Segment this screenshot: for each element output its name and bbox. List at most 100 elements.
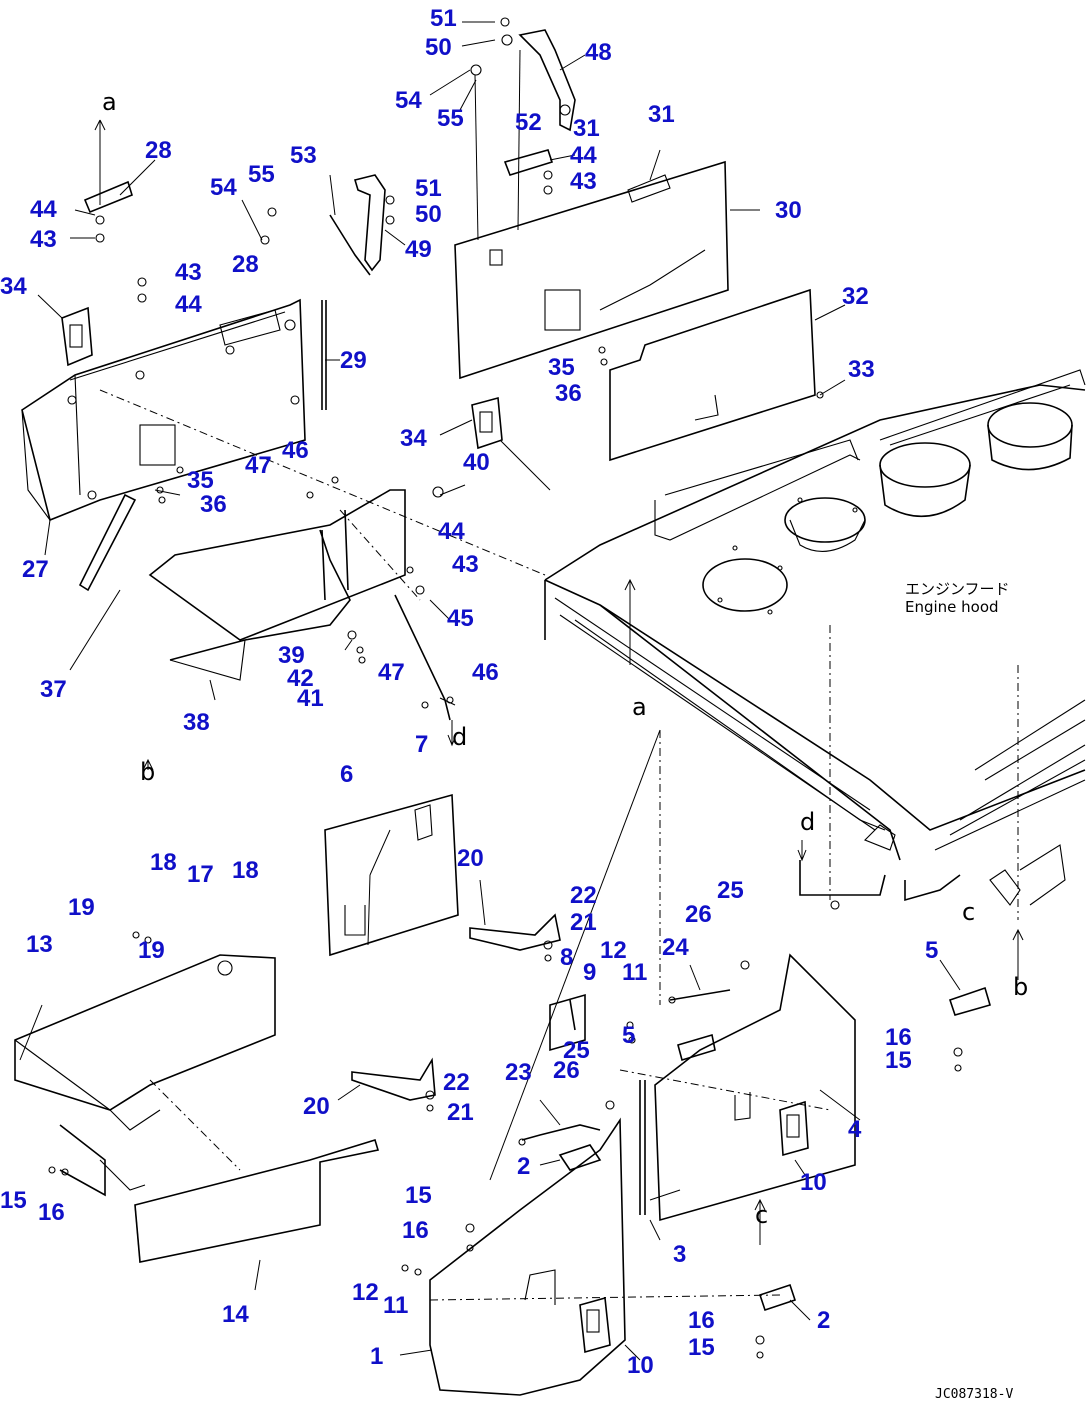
lock-34-left <box>61 306 93 367</box>
callout: 11 <box>622 959 647 986</box>
callout: 18 <box>232 857 259 884</box>
callout: 35 <box>187 467 214 494</box>
callout: 52 <box>515 109 542 136</box>
callout: 38 <box>183 709 210 736</box>
stay-49 <box>353 174 386 272</box>
callout: 37 <box>40 676 67 703</box>
callout: 15 <box>688 1334 715 1361</box>
callout: 44 <box>438 518 465 545</box>
callout: 15 <box>405 1182 432 1209</box>
letter-c-lower: c <box>755 1201 768 1229</box>
cover-13 <box>14 954 276 1197</box>
callout: 55 <box>248 161 275 188</box>
callout: 7 <box>415 731 428 758</box>
callout: 22 <box>443 1069 470 1096</box>
strap-23 <box>521 1124 601 1141</box>
callout: 18 <box>150 849 177 876</box>
callout: 36 <box>200 491 227 518</box>
callout: 2 <box>817 1307 830 1334</box>
callout: 3 <box>673 1241 686 1268</box>
callout: 43 <box>30 226 57 253</box>
callout: 45 <box>447 605 474 632</box>
seal-29 <box>321 300 327 410</box>
callout: 55 <box>437 105 464 132</box>
callout: 31 <box>573 115 600 142</box>
callout: 41 <box>297 685 324 712</box>
callout: 16 <box>402 1217 429 1244</box>
panel-6 <box>324 793 459 957</box>
callout: 15 <box>0 1187 27 1214</box>
callout: 32 <box>842 283 869 310</box>
callout: 44 <box>570 142 597 169</box>
bracket-20-lower <box>351 1057 436 1101</box>
callout: 16 <box>38 1199 65 1226</box>
door-1 <box>429 1117 626 1396</box>
callout: 22 <box>570 882 597 909</box>
strap-24 <box>669 989 731 1001</box>
engine-hood-note-en: Engine hood <box>905 598 999 616</box>
panel-32 <box>609 288 816 462</box>
callout: 50 <box>415 201 442 228</box>
letter-b-left: b <box>140 758 155 786</box>
callout: 47 <box>378 659 405 686</box>
callout: 33 <box>848 356 875 383</box>
callout: 25 <box>717 877 744 904</box>
callout: 12 <box>352 1279 379 1306</box>
callout: 10 <box>800 1169 827 1196</box>
rod-53 <box>329 214 371 276</box>
callout: 6 <box>340 761 353 788</box>
callout: 17 <box>187 861 214 888</box>
callout: 40 <box>463 449 490 476</box>
seal-3 <box>639 1080 646 1215</box>
callout: 46 <box>282 437 309 464</box>
callout: 13 <box>26 931 53 958</box>
callout: 25 <box>563 1037 590 1064</box>
callout: 16 <box>688 1307 715 1334</box>
callout: 34 <box>0 273 27 300</box>
callout: 51 <box>415 175 442 202</box>
cover-37-38 <box>78 489 406 681</box>
panel-30 <box>454 160 729 380</box>
callout: 51 <box>430 5 457 32</box>
callout: 26 <box>685 901 712 928</box>
callout: 16 <box>885 1024 912 1051</box>
drawing-code: JC087318-V <box>935 1387 1013 1402</box>
callout: 20 <box>303 1093 330 1120</box>
plate-8 <box>549 993 586 1052</box>
callout: 21 <box>447 1099 474 1126</box>
hinge-5-right <box>948 986 991 1016</box>
callout: 53 <box>290 142 317 169</box>
callout: 36 <box>555 380 582 407</box>
callout: 5 <box>925 937 938 964</box>
fasteners <box>48 17 963 1359</box>
plate-28-upper <box>83 180 133 214</box>
callout: 31 <box>648 101 675 128</box>
callout: 12 <box>600 937 627 964</box>
callout: 49 <box>405 236 432 263</box>
callout: 43 <box>175 259 202 286</box>
hinge-2 <box>558 1144 602 1171</box>
callout: 15 <box>885 1047 912 1074</box>
stay-48 <box>518 29 576 132</box>
callout: 42 <box>287 665 314 692</box>
callout: 46 <box>472 659 499 686</box>
reference-letters: a a b b c c d d <box>102 88 1028 1229</box>
callout: 20 <box>457 845 484 872</box>
letter-c-hood: c <box>962 898 975 926</box>
callout: 24 <box>662 934 689 961</box>
callout: 2 <box>517 1153 530 1180</box>
callout: 4 <box>848 1116 862 1143</box>
callout: 30 <box>775 197 802 224</box>
callout: 44 <box>175 291 202 318</box>
letter-a-hood: a <box>632 693 647 721</box>
callout: 54 <box>210 174 237 201</box>
callout: 14 <box>222 1301 249 1328</box>
callout: 29 <box>340 347 367 374</box>
callout: 27 <box>22 556 49 583</box>
callout: 54 <box>395 87 422 114</box>
callout: 43 <box>570 168 597 195</box>
callout: 10 <box>627 1352 654 1379</box>
letter-d-rod: d <box>452 723 467 751</box>
hinge-5-mid <box>677 1033 716 1062</box>
